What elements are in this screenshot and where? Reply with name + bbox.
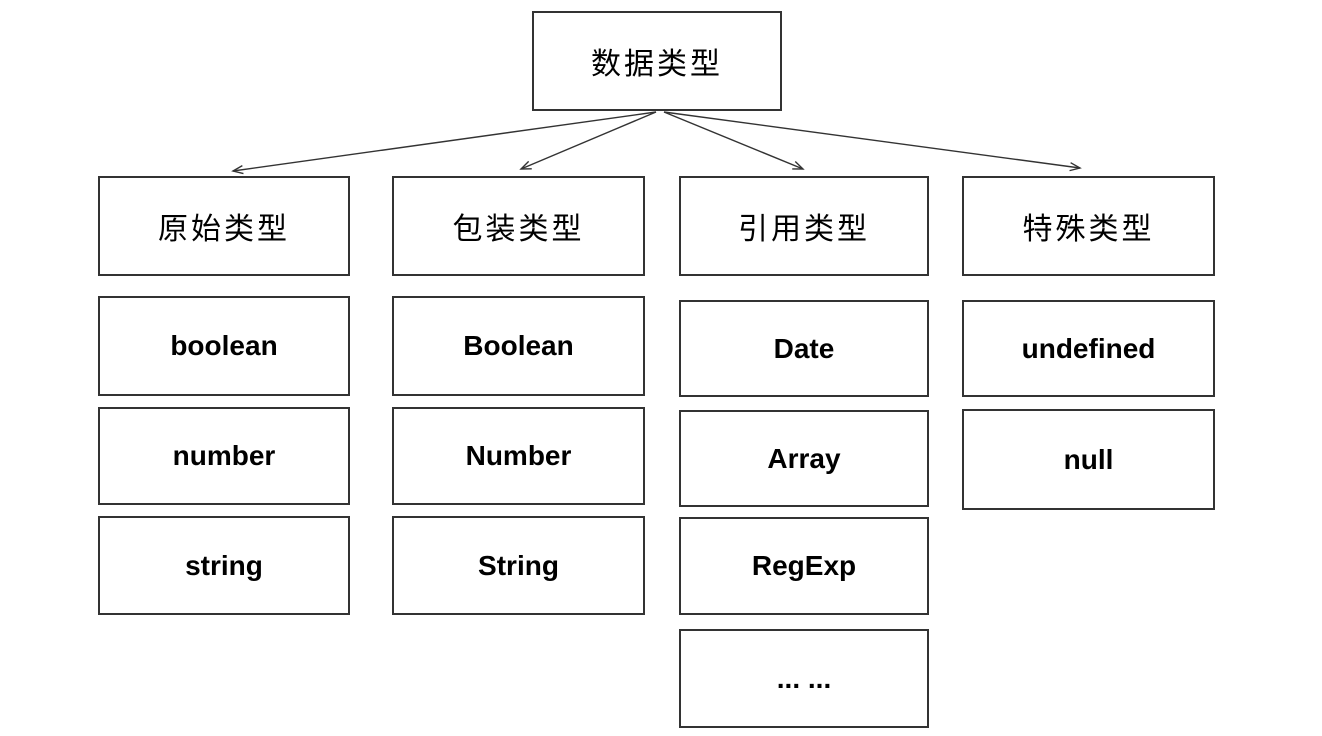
node-date: Date	[679, 300, 929, 397]
node-string-object-label: String	[478, 549, 559, 581]
node-string-label: string	[185, 549, 263, 581]
node-number-object-label: Number	[465, 440, 572, 471]
root-node: 数据类型	[532, 11, 782, 111]
node-regexp: RegExp	[679, 517, 929, 615]
node-null-label: null	[1063, 443, 1114, 475]
header-reference-types-label: 引用类型	[738, 213, 870, 246]
arrow-root-to-reference	[663, 111, 805, 170]
arrow-root-to-primitive	[231, 111, 657, 175]
header-reference-types: 引用类型	[679, 176, 929, 276]
node-boolean-object-label: Boolean	[463, 330, 574, 361]
arrow-root-to-special	[663, 111, 1082, 172]
node-undefined-label: undefined	[1021, 332, 1156, 364]
header-wrapper-types: 包装类型	[392, 176, 645, 276]
node-number-label: number	[172, 440, 276, 471]
header-special-types: 特殊类型	[962, 176, 1215, 276]
root-node-label: 数据类型	[591, 48, 723, 81]
header-wrapper-types-label: 包装类型	[452, 213, 585, 246]
node-regexp-label: RegExp	[751, 550, 857, 581]
node-array: Array	[679, 410, 929, 507]
node-number-object: Number	[392, 407, 645, 505]
node-ellipsis-label: ... ...	[776, 662, 832, 694]
node-date-label: Date	[773, 332, 835, 364]
node-string-object: String	[392, 516, 645, 615]
arrow-root-to-wrapper	[519, 111, 657, 170]
node-ellipsis: ... ...	[679, 629, 929, 728]
node-boolean-label: boolean	[170, 330, 278, 361]
node-string: string	[98, 516, 350, 615]
node-array-label: Array	[767, 442, 841, 474]
node-number: number	[98, 407, 350, 505]
header-special-types-label: 特殊类型	[1022, 213, 1155, 246]
header-primitive-types-label: 原始类型	[158, 213, 290, 246]
node-null: null	[962, 409, 1215, 510]
node-undefined: undefined	[962, 300, 1215, 397]
header-primitive-types: 原始类型	[98, 176, 350, 276]
node-boolean: boolean	[98, 296, 350, 396]
node-boolean-object: Boolean	[392, 296, 645, 396]
